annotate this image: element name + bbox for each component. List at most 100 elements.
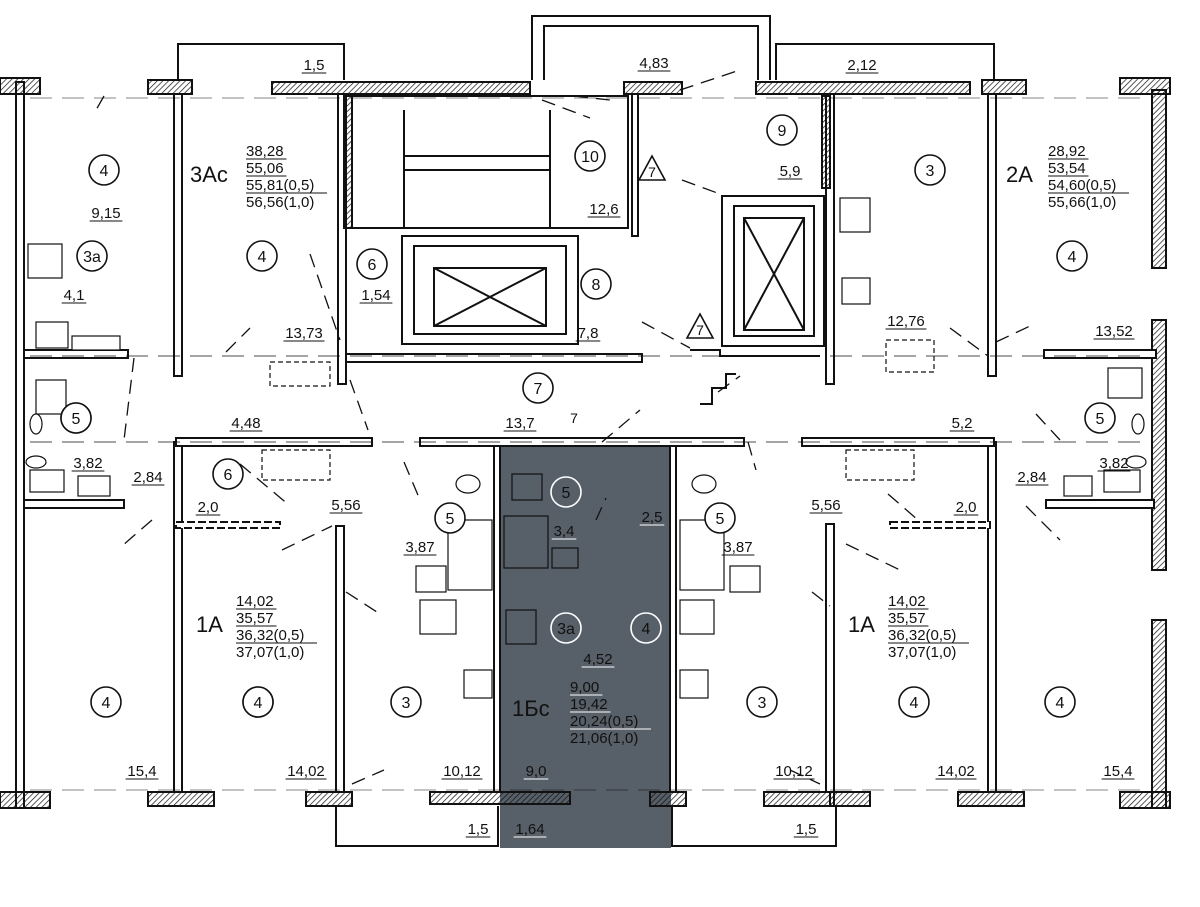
room-area-label: 5,56 <box>811 497 840 514</box>
room-number-circle <box>630 612 662 644</box>
room-number-circle <box>242 686 274 718</box>
room-number: 5 <box>72 411 81 428</box>
room-number-circle <box>550 476 582 508</box>
room-number-circle <box>574 140 606 172</box>
room-number-circle <box>580 268 612 300</box>
room-number: 9 <box>778 123 787 140</box>
room-area-label: 2,5 <box>642 509 663 526</box>
shaft-marker-triangle <box>559 400 589 427</box>
apartment-area-line: 35,57 <box>888 610 926 627</box>
apartment-area-line: 36,32(0,5) <box>236 627 304 644</box>
room-number: 3а <box>83 249 101 266</box>
apartment-highlight[interactable] <box>500 443 671 848</box>
room-number: 8 <box>592 277 601 294</box>
room-area-label: 9,0 <box>526 763 547 780</box>
room-area-label: 10,12 <box>775 763 813 780</box>
room-number-circle <box>390 686 422 718</box>
room-area-label: 3,87 <box>405 539 434 556</box>
labels: 43а544681093457655553а44433447771,54,832… <box>60 55 1135 838</box>
room-number: 3 <box>758 695 767 712</box>
room-number: 4 <box>910 695 919 712</box>
room-area-label: 4,83 <box>639 55 668 72</box>
room-area-label: 3,82 <box>73 455 102 472</box>
apartment-area-line: 55,81(0,5) <box>246 177 314 194</box>
shaft-marker-label: 7 <box>696 322 704 338</box>
room-number: 4 <box>1056 695 1065 712</box>
room-area-label: 5,56 <box>331 497 360 514</box>
room-area-label: 1,54 <box>361 287 390 304</box>
room-number: 6 <box>368 257 377 274</box>
apartment-area-line: 36,32(0,5) <box>888 627 956 644</box>
apartment-area-line: 9,00 <box>570 679 599 696</box>
room-area-label: 2,84 <box>1017 469 1046 486</box>
room-area-label: 15,4 <box>127 763 156 780</box>
room-number-circle <box>898 686 930 718</box>
room-area-label: 4,1 <box>64 287 85 304</box>
room-number-circle <box>550 612 582 644</box>
room-number-circle <box>90 686 122 718</box>
apartment-name: 3Ас <box>190 162 228 187</box>
room-number-circle <box>246 240 278 272</box>
room-number: 10 <box>581 149 599 166</box>
apartment-area-line: 14,02 <box>888 593 926 610</box>
room-number: 4 <box>100 163 109 180</box>
shaft-marker-label: 7 <box>570 410 578 426</box>
room-number: 5 <box>1096 411 1105 428</box>
room-number-circle <box>356 248 388 280</box>
apartment-name: 1А <box>196 612 223 637</box>
room-area-label: 5,2 <box>952 415 973 432</box>
room-area-label: 4,48 <box>231 415 260 432</box>
room-area-label: 12,6 <box>589 201 618 218</box>
room-area-label: 1,5 <box>468 821 489 838</box>
room-number-circle <box>212 458 244 490</box>
room-number: 5 <box>446 511 455 528</box>
apartment-area-line: 54,60(0,5) <box>1048 177 1116 194</box>
room-number-circle <box>76 240 108 272</box>
room-number: 5 <box>716 511 725 528</box>
apartment-area-line: 19,42 <box>570 696 608 713</box>
room-number-circle <box>88 154 120 186</box>
room-area-label: 7,8 <box>578 325 599 342</box>
room-number: 4 <box>258 249 267 266</box>
room-area-label: 3,87 <box>723 539 752 556</box>
room-area-label: 1,64 <box>515 821 544 838</box>
room-number-circle <box>766 114 798 146</box>
apartment-area-line: 37,07(1,0) <box>888 644 956 661</box>
room-number-circle <box>1084 402 1116 434</box>
room-number: 4 <box>642 621 651 638</box>
shaft-marker-triangle <box>685 312 715 339</box>
room-number-circle <box>914 154 946 186</box>
room-area-label: 2,0 <box>956 499 977 516</box>
room-number: 6 <box>224 467 233 484</box>
door-swings <box>30 69 1150 791</box>
room-number: 7 <box>534 381 543 398</box>
apartment-area-line: 14,02 <box>236 593 274 610</box>
room-number-circle <box>704 502 736 534</box>
room-area-label: 13,7 <box>505 415 534 432</box>
apartment-area-line: 35,57 <box>236 610 274 627</box>
apartment-area-line: 55,06 <box>246 160 284 177</box>
room-area-label: 1,5 <box>796 821 817 838</box>
room-number-circle <box>434 502 466 534</box>
room-area-label: 3,82 <box>1099 455 1128 472</box>
room-area-label: 14,02 <box>287 763 325 780</box>
room-number-circle <box>746 686 778 718</box>
fixtures <box>25 197 1147 699</box>
shaft-marker-triangle <box>637 154 667 181</box>
room-number: 3а <box>557 621 575 638</box>
room-area-label: 2,12 <box>847 57 876 74</box>
room-number: 3 <box>402 695 411 712</box>
room-number: 3 <box>926 163 935 180</box>
room-number-circle <box>1056 240 1088 272</box>
apartment-area-line: 20,24(0,5) <box>570 713 638 730</box>
apartment-area-line: 21,06(1,0) <box>570 730 638 747</box>
room-area-label: 10,12 <box>443 763 481 780</box>
apartment-area-line: 28,92 <box>1048 143 1086 160</box>
apartment-name: 1Бс <box>512 696 550 721</box>
apartment-area-line: 55,66(1,0) <box>1048 194 1116 211</box>
room-area-label: 4,52 <box>583 651 612 668</box>
room-area-label: 14,02 <box>937 763 975 780</box>
apartment-name: 2А <box>1006 162 1033 187</box>
